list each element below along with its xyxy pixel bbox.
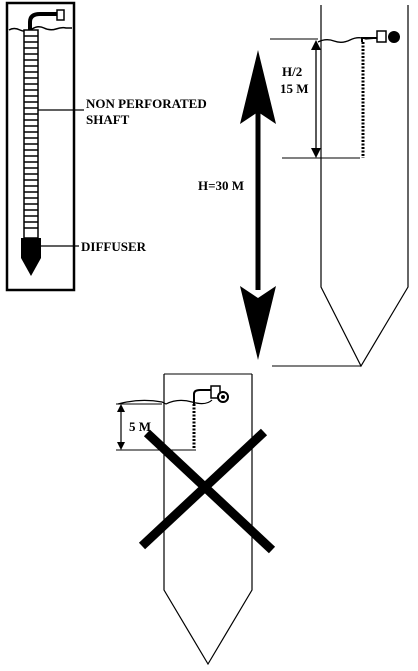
compressor-hub-wrong: [221, 395, 225, 399]
pipe-fitting: [56, 9, 65, 21]
total-height-arrow-head-bottom: [240, 286, 276, 360]
label-non-perforated-line1: NON PERFORATED: [86, 96, 207, 111]
label-depth-5m: 5 M: [129, 419, 151, 434]
pipe-elbow: [28, 12, 60, 32]
label-non-perforated-line2: SHAFT: [86, 112, 130, 127]
shaft-coil: [24, 35, 38, 229]
tank-correct-outline: [320, 5, 409, 368]
label-half-height-line2: 15 M: [280, 81, 309, 96]
pipe-correct: [361, 37, 378, 42]
tank-correct-panel: H/2 15 M: [270, 5, 409, 368]
label-diffuser: DIFFUSER: [81, 239, 147, 254]
label-half-height-line1: H/2: [282, 64, 302, 79]
half-height-arrow-head-top: [311, 40, 321, 50]
compressor-box-correct: [376, 30, 387, 43]
depth-5m-arrow-head-bottom: [117, 442, 125, 450]
non-perforated-shaft: [23, 29, 39, 239]
shaft-detail-panel: NON PERFORATED SHAFT DIFFUSER: [5, 1, 207, 292]
depth-5m-arrow-head-top: [117, 404, 125, 412]
pipe-wrong: [193, 389, 212, 404]
cross-out-stroke-1: [143, 429, 276, 554]
water-surface-wrong: [117, 399, 213, 405]
label-total-height: H=30 M: [198, 178, 244, 193]
total-height-arrow: H=30 M: [198, 50, 276, 360]
half-height-arrow-head-bottom: [311, 148, 321, 158]
total-height-arrow-head-top: [240, 50, 276, 124]
water-surface-correct: [317, 37, 379, 43]
tank-wrong-outline: [163, 374, 253, 666]
cross-out-stroke-2: [138, 428, 268, 550]
tank-wrong-panel: 5 M: [116, 373, 276, 666]
water-surface-detail: [8, 25, 72, 33]
compressor-wheel-correct: [388, 31, 400, 43]
diffuser-icon: [21, 238, 41, 276]
shaft-detail-frame: [5, 1, 76, 292]
